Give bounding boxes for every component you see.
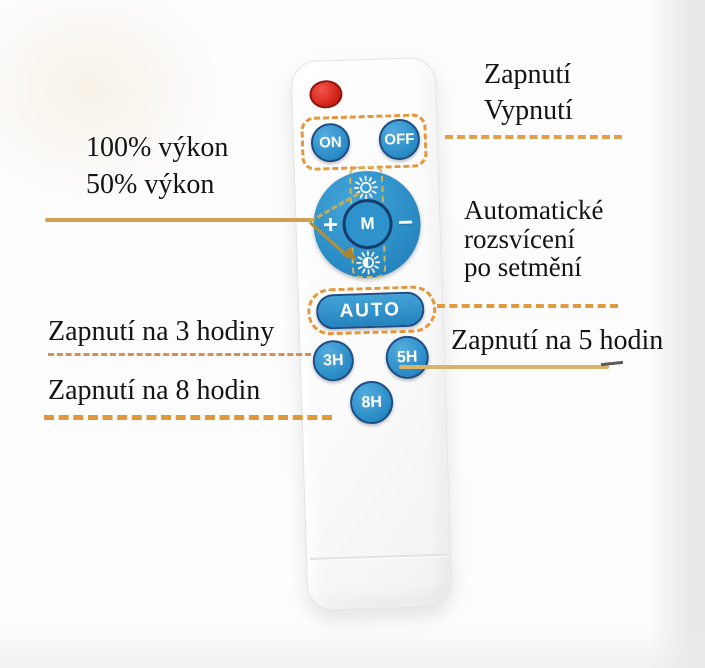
label-auto-line3: po setmění [464, 252, 582, 282]
minus-button: − [397, 206, 414, 238]
label-timer-3h: Zapnutí na 3 hodiny [48, 316, 275, 347]
label-timer-8h: Zapnutí na 8 hodin [48, 375, 261, 406]
connector-5h-end-tick [600, 360, 624, 367]
label-on-off-line2: Vypnutí [484, 95, 573, 126]
label-auto-line2: rozsvícení [464, 223, 575, 254]
label-power-50: 50% výkon [86, 169, 215, 200]
background-warm-tint [0, 0, 220, 200]
timer-5h-button: 5H [385, 335, 430, 380]
label-on-off: Zapnutí Vypnutí [484, 57, 573, 129]
brightness-full-icon [353, 175, 378, 200]
connector-5h-line [399, 365, 609, 369]
remote-body: ON OFF M [290, 56, 453, 612]
battery-cover-seam [310, 553, 448, 561]
connector-auto-dashed [437, 304, 618, 308]
brightness-half-icon [355, 250, 381, 275]
auto-button: AUTO [315, 291, 425, 330]
label-power-100: 100% výkon [86, 132, 229, 163]
label-auto-line1: Automatické [464, 195, 604, 225]
connector-power-line [45, 218, 312, 222]
timer-8h-button: 8H [349, 380, 394, 425]
background-bottom-shade [0, 628, 705, 668]
label-auto-description: Automatické rozsvícení po setmění [464, 196, 603, 282]
connector-8h-dashed [44, 415, 332, 420]
connector-3h-dashed [48, 353, 311, 356]
connector-onoff-dashed [445, 135, 622, 139]
timer-3h-button: 3H [312, 339, 355, 382]
label-timer-5h: Zapnutí na 5 hodin [451, 325, 664, 356]
background-gray-band [649, 0, 705, 668]
power-led-icon [309, 79, 343, 109]
label-power-levels: 100% výkon 50% výkon [86, 129, 228, 203]
label-on-off-line1: Zapnutí [484, 59, 572, 90]
